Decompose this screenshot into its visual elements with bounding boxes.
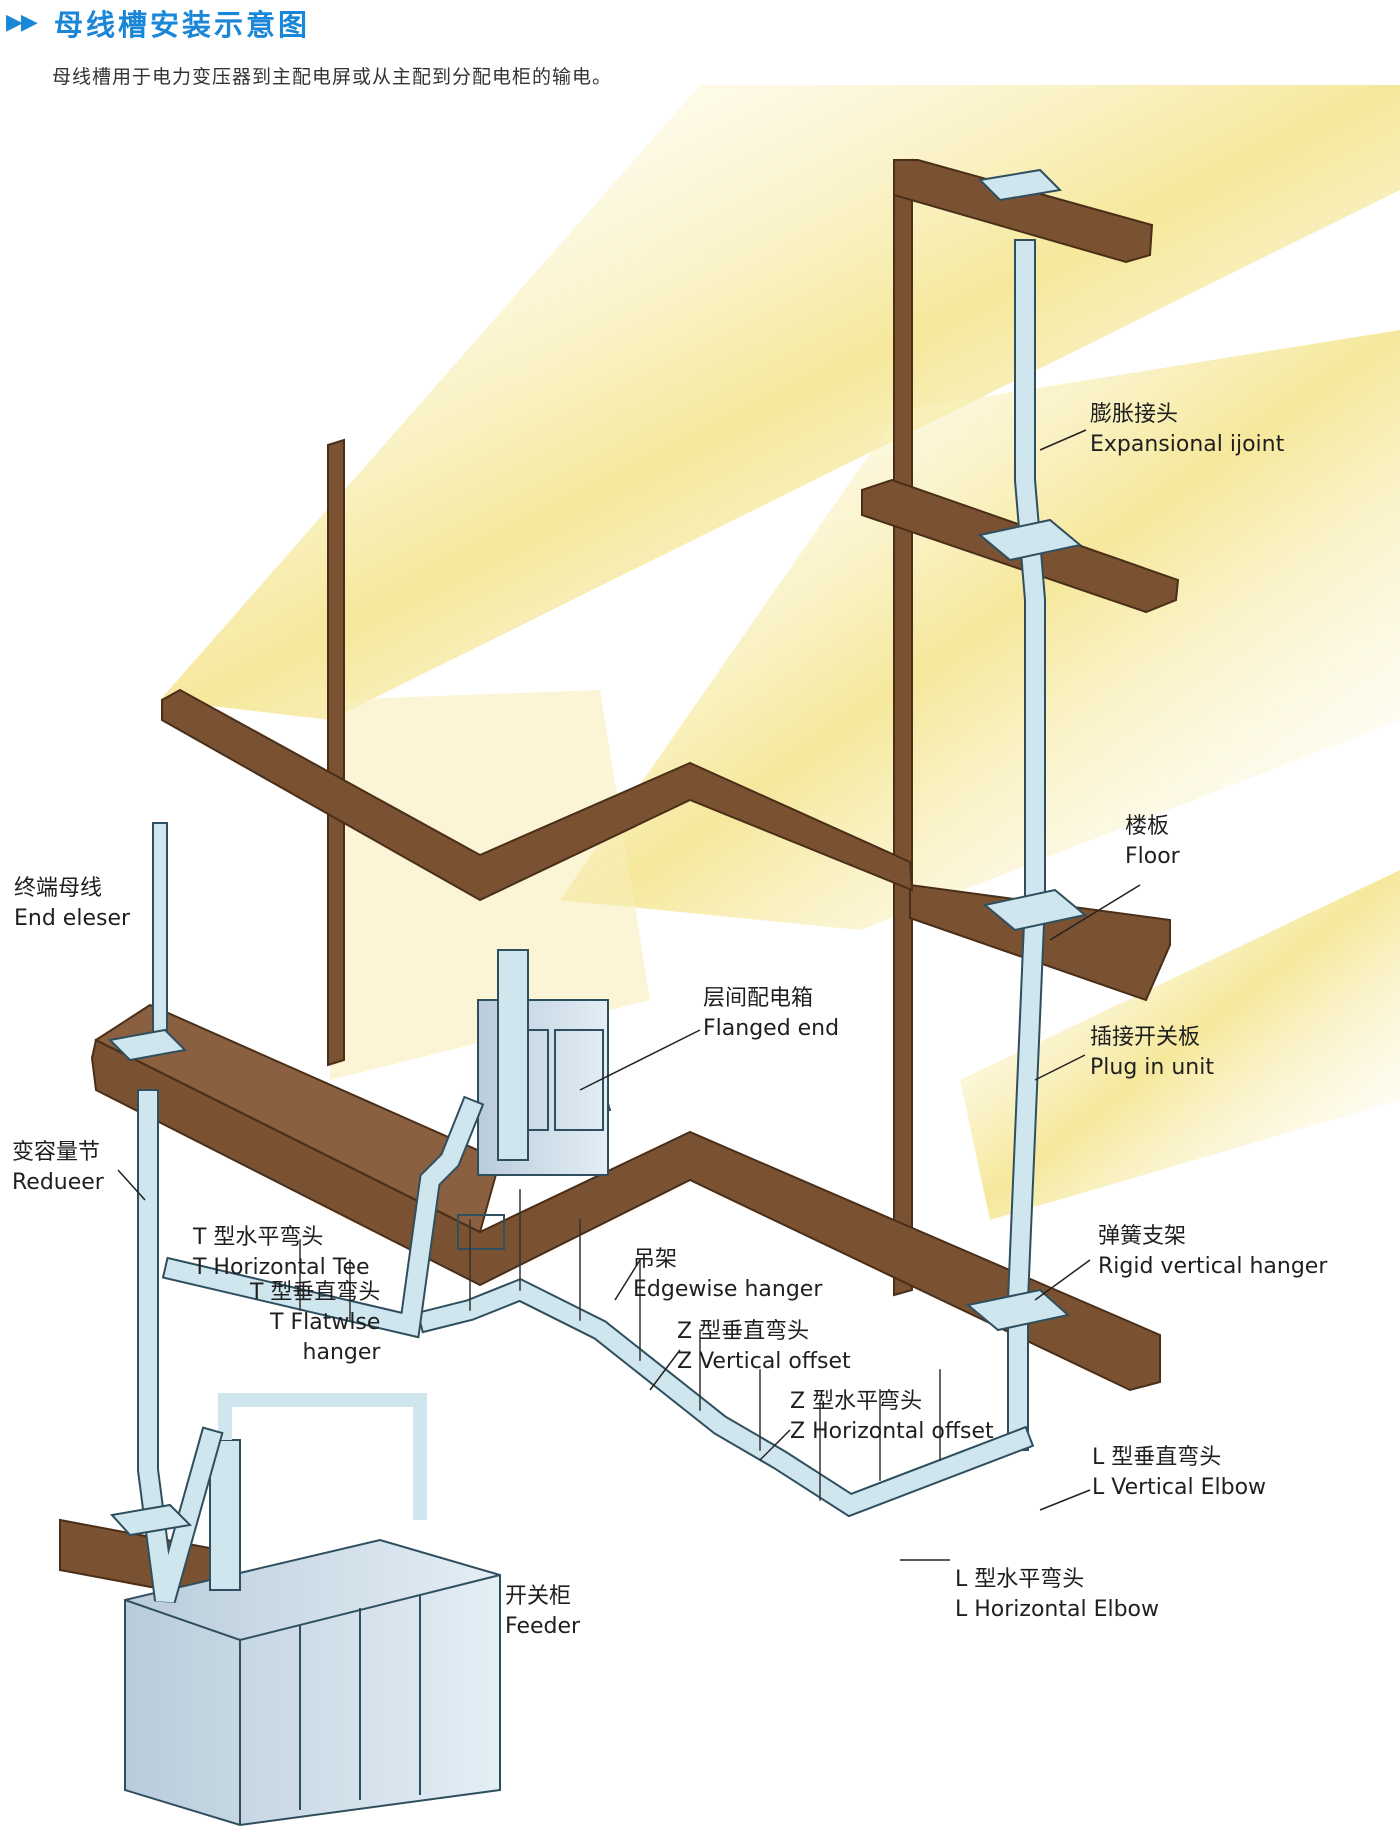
label-z-horizontal-offset-zh: Z 型水平弯头 [790, 1389, 923, 1414]
light-band [960, 870, 1400, 1220]
label-expansion-joint-en: Expansional ijoint [1090, 432, 1285, 457]
label-feeder-zh: 开关柜 [505, 1584, 572, 1609]
label-floor: 楼板 Floor [1125, 812, 1180, 872]
hanger-rods [299, 1189, 941, 1501]
label-plug-in-unit-zh: 插接开关板 [1090, 1025, 1201, 1050]
light-bands [160, 85, 1400, 1220]
label-flanged-end-zh: 层间配电箱 [703, 986, 814, 1011]
label-l-horizontal-elbow: L 型水平弯头 L Horizontal Elbow [955, 1565, 1159, 1625]
label-end-eleser: 终端母线 End eleser [14, 874, 130, 934]
leader-lines [117, 429, 1141, 1561]
label-l-vertical-elbow-zh: L 型垂直弯头 [1092, 1445, 1222, 1470]
label-l-horizontal-elbow-zh: L 型水平弯头 [955, 1567, 1085, 1592]
feeder-cabinet [124, 1393, 501, 1827]
label-expansion-joint-zh: 膨胀接头 [1090, 402, 1179, 427]
label-t-flatwise-hanger-en2: hanger [302, 1340, 381, 1365]
floor-penetration-frames [107, 168, 1088, 1537]
flanged-end-cabinet [457, 949, 612, 1250]
label-z-vertical-offset-en: Z Vertical offset [677, 1349, 851, 1374]
label-t-horizontal-tee-zh: T 型水平弯头 [193, 1225, 324, 1250]
label-floor-zh: 楼板 [1125, 814, 1170, 839]
label-z-horizontal-offset: Z 型水平弯头 Z Horizontal offset [790, 1387, 994, 1447]
label-l-vertical-elbow: L 型垂直弯头 L Vertical Elbow [1092, 1443, 1266, 1503]
label-expansion-joint: 膨胀接头 Expansional ijoint [1090, 400, 1284, 460]
label-edgewise-hanger-zh: 吊架 [633, 1247, 678, 1272]
label-edgewise-hanger: 吊架 Edgewise hanger [633, 1245, 822, 1305]
label-floor-en: Floor [1125, 844, 1180, 869]
page-title: 母线槽安装示意图 [54, 8, 311, 42]
label-t-flatwise-hanger-zh: T 型垂直弯头 [250, 1280, 381, 1305]
label-reducer-en: Redueer [12, 1170, 104, 1195]
label-t-horizontal-tee: T 型水平弯头 T Horizontal Tee [193, 1223, 370, 1283]
label-z-horizontal-offset-en: Z Horizontal offset [790, 1419, 994, 1444]
label-t-horizontal-tee-en: T Horizontal Tee [193, 1255, 370, 1280]
label-rigid-vertical-hanger: 弹簧支架 Rigid vertical hanger [1098, 1222, 1327, 1282]
label-flanged-end: 层间配电箱 Flanged end [703, 984, 839, 1044]
label-z-vertical-offset: Z 型垂直弯头 Z Vertical offset [677, 1317, 851, 1377]
floor-slab-central [161, 688, 914, 902]
label-l-vertical-elbow-en: L Vertical Elbow [1092, 1475, 1267, 1500]
label-reducer-zh: 变容量节 [12, 1140, 101, 1165]
label-feeder: 开关柜 Feeder [505, 1582, 580, 1642]
label-plug-in-unit: 插接开关板 Plug in unit [1090, 1023, 1214, 1083]
label-rigid-vertical-hanger-en: Rigid vertical hanger [1098, 1254, 1328, 1279]
label-flanged-end-en: Flanged end [703, 1016, 840, 1041]
label-t-flatwise-hanger: T 型垂直弯头 T Flatwlse hanger [250, 1278, 380, 1368]
label-z-vertical-offset-zh: Z 型垂直弯头 [677, 1319, 810, 1344]
column-right [893, 158, 913, 1297]
label-edgewise-hanger-en: Edgewise hanger [633, 1277, 823, 1302]
label-rigid-vertical-hanger-zh: 弹簧支架 [1098, 1224, 1187, 1249]
label-end-eleser-en: End eleser [14, 906, 131, 931]
label-feeder-en: Feeder [505, 1614, 581, 1639]
column-left [327, 438, 345, 1067]
label-l-horizontal-elbow-en: L Horizontal Elbow [955, 1597, 1160, 1622]
header-arrow-icon: ▶▶ [6, 10, 38, 35]
label-t-flatwise-hanger-en: T Flatwlse [270, 1310, 381, 1335]
label-plug-in-unit-en: Plug in unit [1090, 1055, 1214, 1080]
label-reducer: 变容量节 Redueer [12, 1138, 104, 1198]
header: ▶▶ 母线槽安装示意图 母线槽用于电力变压器到主配电屏或从主配到分配电柜的输电。 [0, 0, 1400, 120]
page-description: 母线槽用于电力变压器到主配电屏或从主配到分配电柜的输电。 [52, 66, 613, 88]
light-band [560, 330, 1400, 930]
label-end-eleser-zh: 终端母线 [14, 876, 103, 901]
roof-slab [893, 159, 1154, 264]
